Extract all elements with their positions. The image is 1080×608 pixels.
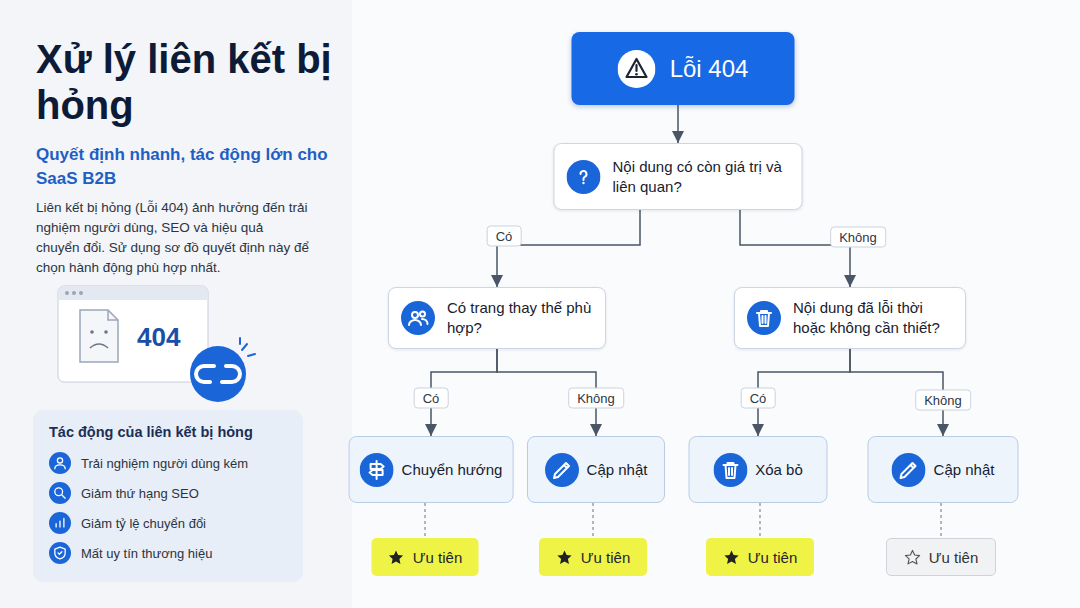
error-code: 404 — [137, 322, 180, 352]
shield-icon — [49, 542, 71, 564]
decision-box: Có trang thay thế phù hợp? — [388, 287, 606, 349]
star-icon — [904, 549, 921, 566]
card-heading: Tác động của liên kết bị hỏng — [49, 424, 287, 440]
edge-label: Không — [568, 388, 624, 409]
node-text: Ưu tiên — [581, 549, 631, 566]
edge-label: Có — [414, 388, 449, 409]
user-icon — [49, 452, 71, 474]
impact-item: Mất uy tín thương hiệu — [49, 538, 287, 568]
star-icon — [723, 549, 740, 566]
node-text: Nội dung có còn giá trị và liên quan? — [613, 157, 790, 197]
impact-item: Trải nghiệm người dùng kém — [49, 448, 287, 478]
impact-text: Mất uy tín thương hiệu — [81, 546, 212, 561]
node-text: Cập nhật — [934, 461, 995, 478]
search-icon — [49, 482, 71, 504]
action-box: Cập nhật — [527, 436, 665, 503]
node-text: Xóa bỏ — [755, 461, 803, 478]
connector — [592, 503, 593, 538]
connector — [677, 105, 679, 143]
connector — [497, 210, 640, 287]
connector — [424, 503, 425, 538]
page-title: Xử lý liên kết bị hỏng — [36, 36, 336, 128]
node-text: Có trang thay thế phù hợp? — [447, 298, 593, 338]
priority-badge: Ưu tiên — [886, 538, 996, 576]
trash-icon — [747, 301, 781, 335]
edge-label: Có — [741, 388, 776, 409]
edge-label: Có — [487, 226, 522, 247]
browser-bar — [58, 286, 208, 300]
impact-card: Tác động của liên kết bị hỏngTrải nghiệm… — [33, 410, 303, 582]
bars-icon — [49, 512, 71, 534]
node-text: Ưu tiên — [929, 549, 979, 566]
broken-link-icon — [190, 346, 246, 402]
impact-item: Giảm tỷ lệ chuyển đổi — [49, 508, 287, 538]
pencil-icon — [892, 453, 926, 487]
priority-badge: Ưu tiên — [706, 538, 814, 576]
impact-text: Giảm thứ hạng SEO — [81, 486, 199, 501]
start-box: Lỗi 404 — [572, 32, 795, 105]
node-text: Lỗi 404 — [670, 55, 749, 83]
q-icon — [567, 160, 601, 194]
browser-window — [58, 286, 208, 382]
connector — [940, 503, 941, 538]
subtitle: Quyết định nhanh, tác động lớn cho SaaS … — [36, 143, 328, 191]
action-box: Chuyển hướng — [349, 436, 514, 503]
priority-badge: Ưu tiên — [539, 538, 647, 576]
node-text: Ưu tiên — [413, 549, 463, 566]
node-text: Chuyển hướng — [402, 461, 503, 478]
trash-icon — [713, 453, 747, 487]
node-text: Ưu tiên — [748, 549, 798, 566]
connector — [740, 210, 850, 287]
impact-text: Trải nghiệm người dùng kém — [81, 456, 248, 471]
warning-icon — [618, 50, 656, 88]
node-text: Cập nhật — [587, 461, 648, 478]
priority-badge: Ưu tiên — [372, 538, 479, 576]
action-box: Cập nhật — [868, 436, 1019, 503]
people-icon — [401, 301, 435, 335]
star-icon — [388, 549, 405, 566]
sign-icon — [360, 453, 394, 487]
pencil-icon — [545, 453, 579, 487]
star-icon — [556, 549, 573, 566]
decision-box: Nội dung đã lỗi thời hoặc không cần thiế… — [734, 287, 966, 349]
action-box: Xóa bỏ — [689, 436, 828, 503]
connector — [759, 503, 760, 538]
node-text: Nội dung đã lỗi thời hoặc không cần thiế… — [793, 298, 953, 338]
impact-text: Giảm tỷ lệ chuyển đổi — [81, 516, 206, 531]
impact-item: Giảm thứ hạng SEO — [49, 478, 287, 508]
document-icon — [80, 310, 118, 362]
edge-label: Không — [915, 390, 971, 411]
intro-text: Liên kết bị hỏng (Lỗi 404) ảnh hưởng đến… — [36, 198, 310, 278]
edge-label: Không — [830, 227, 886, 248]
decision-box: Nội dung có còn giá trị và liên quan? — [554, 143, 803, 210]
